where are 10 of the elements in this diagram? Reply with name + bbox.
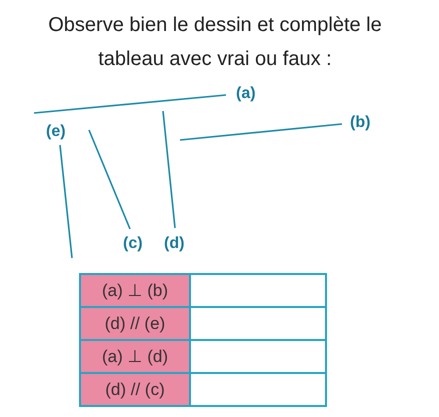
table-cell: (d) // (e) [81, 308, 189, 339]
line-label: (a) [236, 84, 256, 104]
line-label: (c) [123, 234, 143, 254]
line-label: (d) [164, 234, 184, 254]
table-cell: (d) // (c) [81, 374, 189, 405]
instruction-text: Observe bien le dessin et complète le tableau avec vrai ou faux : [47, 13, 383, 72]
table-cell: (a) ⊥ (d) [81, 341, 189, 372]
line-label: (b) [350, 113, 370, 133]
table-cell: (a) ⊥ (b) [81, 275, 189, 306]
line-label: (e) [46, 122, 66, 142]
